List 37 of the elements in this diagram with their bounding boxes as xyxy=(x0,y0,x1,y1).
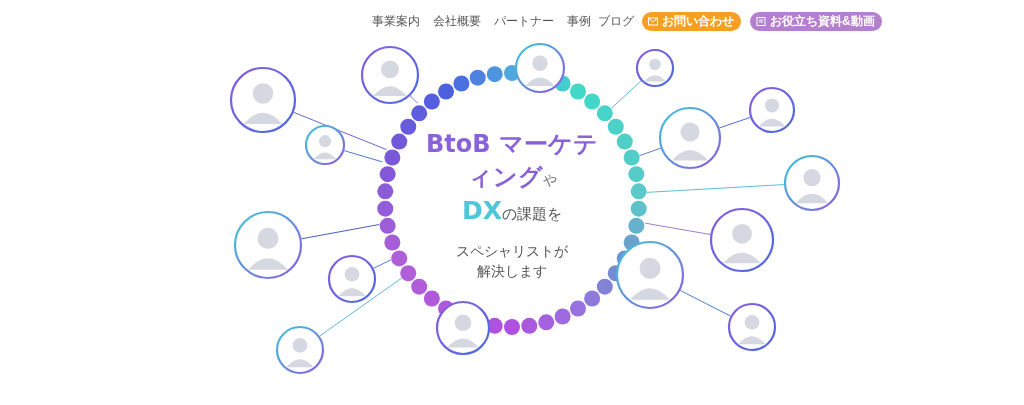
connector-line xyxy=(409,95,419,104)
headline-text: BtoB マーケティングや xyxy=(425,129,599,193)
avatar-circle xyxy=(435,300,491,356)
tagline-text: スペシャリストが解決します xyxy=(455,242,569,281)
avatar-circle xyxy=(615,240,685,310)
avatar-circle xyxy=(748,86,796,134)
avatar-circle xyxy=(360,45,420,105)
connector-line xyxy=(373,259,392,269)
connector-line xyxy=(644,222,711,235)
contact-button: お問い合わせ xyxy=(642,12,741,31)
connector-line xyxy=(300,224,380,240)
avatar-circle xyxy=(327,254,377,304)
nav-link: 会社概要 xyxy=(433,13,481,30)
avatar-circle xyxy=(275,325,325,375)
connector-line xyxy=(610,80,642,109)
nav-link: 事例 xyxy=(567,13,591,30)
avatar-circle xyxy=(783,154,841,212)
connector-line xyxy=(679,289,732,317)
avatar-circle xyxy=(233,210,303,280)
avatar-circle xyxy=(658,106,722,170)
subheadline-text: DXの課題を xyxy=(461,196,563,225)
avatar-circle xyxy=(304,124,346,166)
connector-line xyxy=(343,150,383,163)
connector-line xyxy=(293,111,388,151)
connector-line xyxy=(319,277,403,337)
connector-line xyxy=(718,116,751,129)
resources-button: お役立ち資料&動画 xyxy=(750,12,882,31)
avatar-circle xyxy=(514,42,566,94)
avatar-circle xyxy=(709,207,775,273)
avatar-circle xyxy=(635,48,675,88)
nav-link: 事業案内 xyxy=(372,13,420,30)
nav-link: ブログ xyxy=(598,13,634,30)
connector-line xyxy=(646,184,785,193)
avatar-circle xyxy=(727,302,777,352)
nav-link: パートナー xyxy=(494,13,554,30)
connector-line xyxy=(639,147,662,157)
avatar-circle xyxy=(229,66,297,134)
